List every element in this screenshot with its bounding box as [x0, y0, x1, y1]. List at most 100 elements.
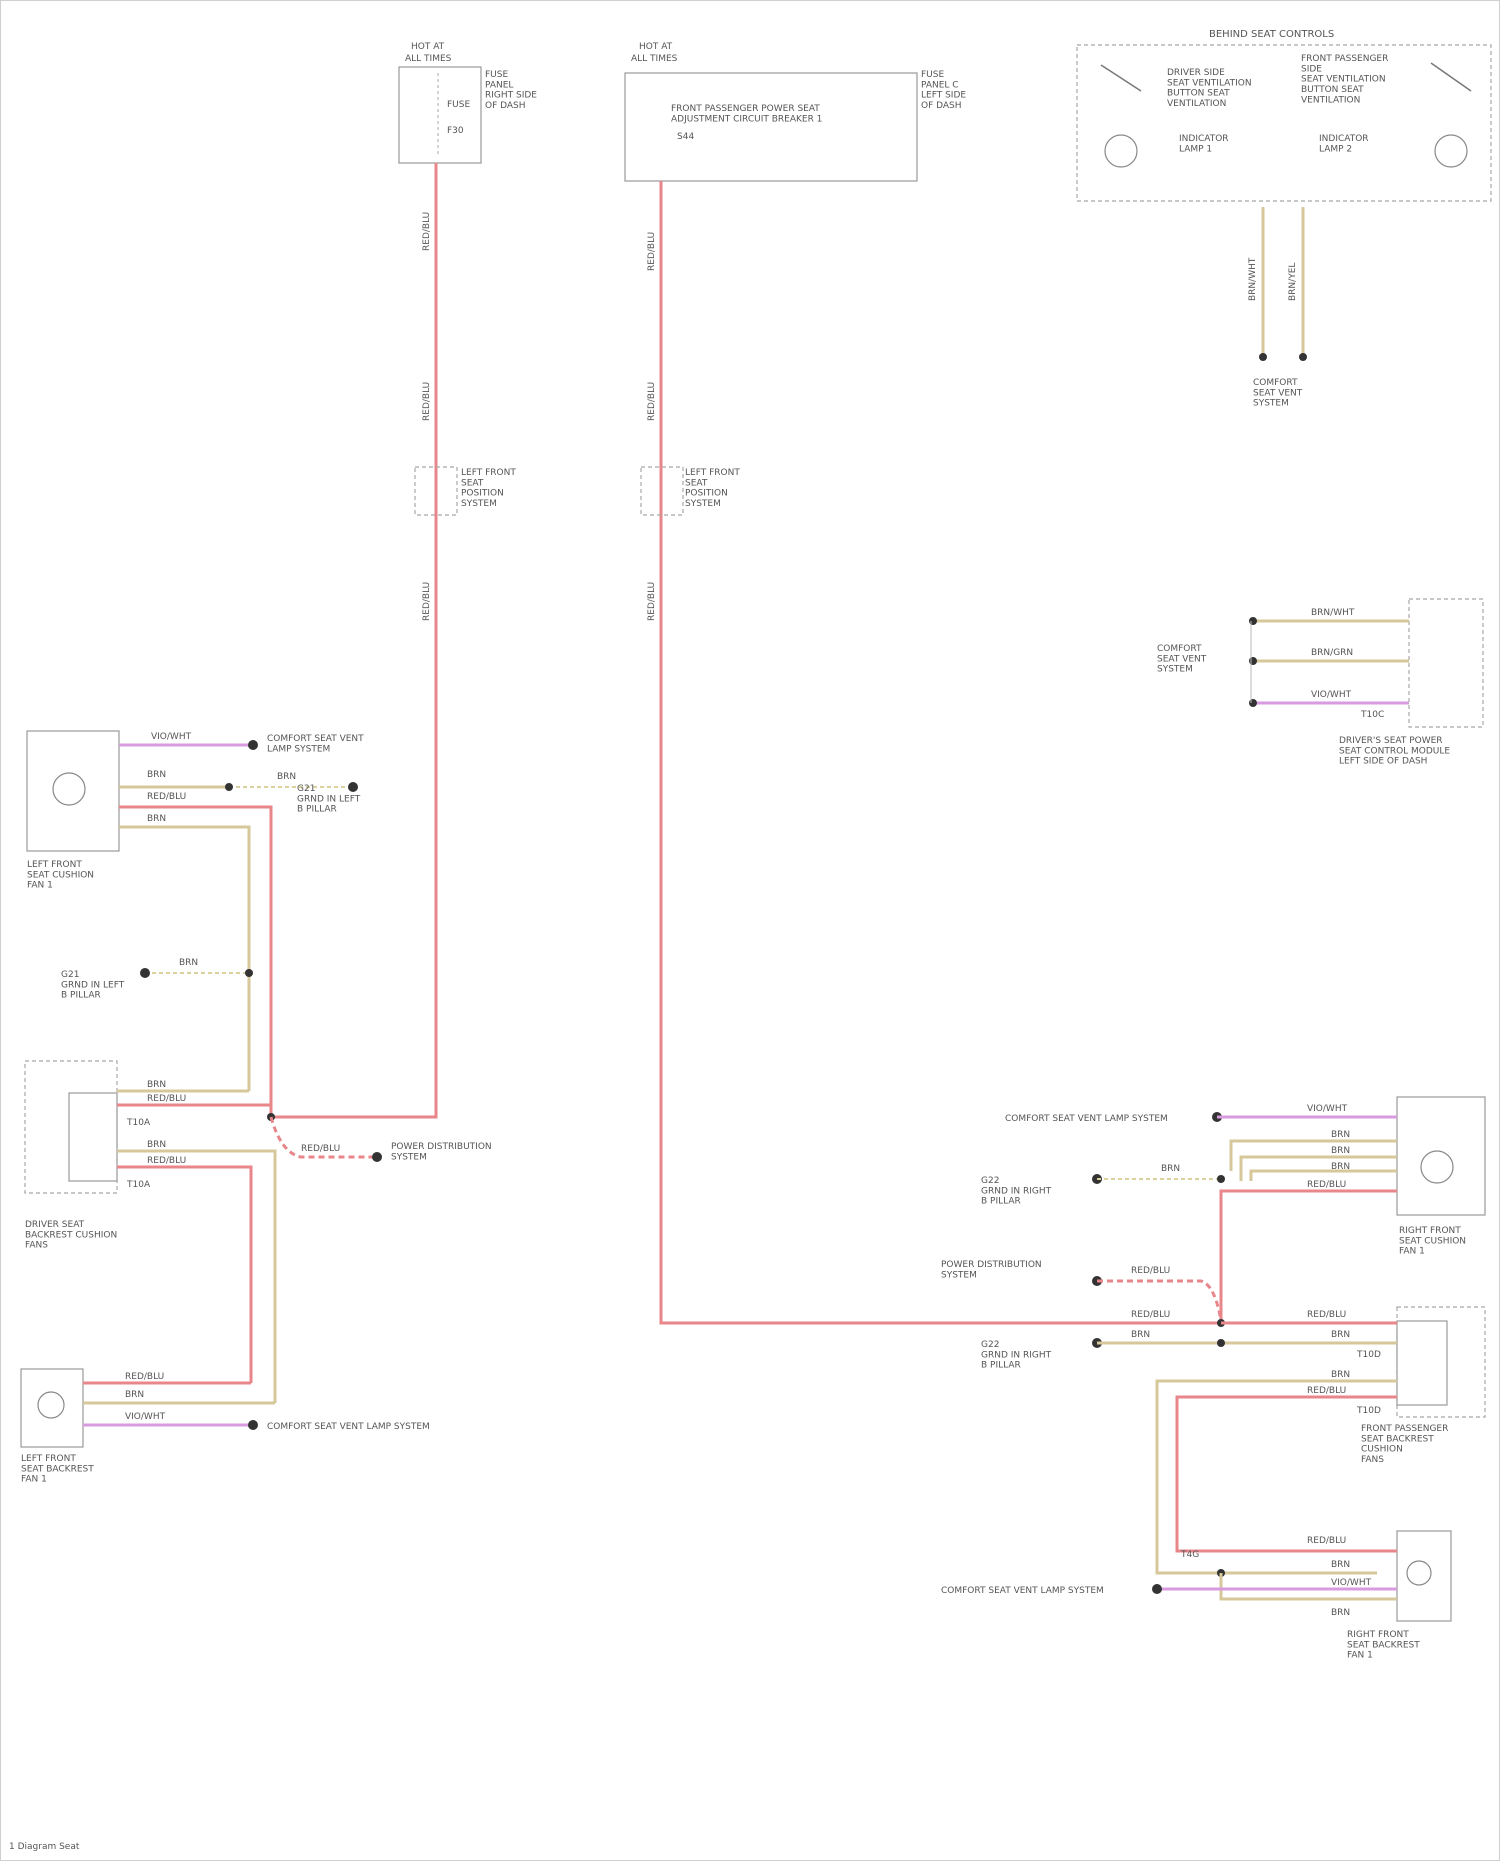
- fuse2-pin: S44: [677, 132, 694, 142]
- left-control-w5: RED/BLU: [147, 1156, 186, 1166]
- red-mid-label-1: RED/BLU: [647, 232, 657, 271]
- fuse-box-2: HOT AT ALL TIMES FRONT PASSENGER POWER S…: [625, 42, 966, 181]
- right-fan1-gnd-wire: BRN: [1161, 1164, 1180, 1174]
- right-fan1-w4: BRN: [1331, 1162, 1350, 1172]
- left-control-label: DRIVER SEATBACKREST CUSHIONFANS: [25, 1220, 117, 1251]
- right-control-inner: [1397, 1321, 1447, 1405]
- left-fan1-motor-icon: [53, 773, 85, 805]
- left-fan1-w2: BRN: [147, 770, 166, 780]
- red-mid-label-3: RED/BLU: [647, 582, 657, 621]
- switch-wire-a-label: BRN/WHT: [1248, 257, 1258, 301]
- fuse1-pin-b: F30: [447, 126, 464, 136]
- module-wire-2: BRN/GRN: [1311, 648, 1353, 658]
- left-control-ref-wire: RED/BLU: [301, 1144, 340, 1154]
- left-control-w4: BRN: [147, 1140, 166, 1150]
- fuse1-outline: [399, 67, 481, 163]
- module-wire-1: BRN/WHT: [1311, 608, 1355, 618]
- left-fan2-w2: BRN: [125, 1390, 144, 1400]
- right-fan2-w2: BRN: [1331, 1560, 1350, 1570]
- right-fan1-motor-icon: [1421, 1151, 1453, 1183]
- switch-panel-title: BEHIND SEAT CONTROLS: [1209, 29, 1334, 40]
- right-control-w5: RED/BLU: [1307, 1386, 1346, 1396]
- module-wire-3: VIO/WHT: [1311, 690, 1352, 700]
- right-control-w4: BRN: [1331, 1370, 1350, 1380]
- driver-seat-backrest-cushion-fans: BRN RED/BLU T10A RED/BLU POWER DISTRIBUT…: [25, 1061, 492, 1403]
- indicator-lamp-1-icon: [1105, 135, 1137, 167]
- right-fan2-w3: VIO/WHT: [1331, 1578, 1372, 1588]
- right-power-ref-label: POWER DISTRIBUTIONSYSTEM: [941, 1260, 1042, 1280]
- right-control-w6: T10D: [1356, 1406, 1381, 1416]
- right-control-gnd-wire: BRN: [1131, 1330, 1150, 1340]
- fuse2-outline: [625, 73, 917, 181]
- red-left-label-3: RED/BLU: [422, 582, 432, 621]
- fuse2-head1: HOT AT: [639, 42, 673, 52]
- fuse1-head2: ALL TIMES: [405, 54, 452, 64]
- right-fan2-motor-icon: [1407, 1561, 1431, 1585]
- main-red-wire-mid: [661, 181, 1221, 1323]
- left-fan2-w3: VIO/WHT: [125, 1412, 166, 1422]
- right-control-w1: RED/BLU: [1307, 1310, 1346, 1320]
- right-fan2-w1: RED/BLU: [1307, 1536, 1346, 1546]
- left-fan1-w1: VIO/WHT: [151, 732, 192, 742]
- left-fan1-w4: BRN: [147, 814, 166, 824]
- left-control-w2: RED/BLU: [147, 1094, 186, 1104]
- switch-right-contact-icon: [1431, 63, 1471, 91]
- module-lead-label: COMFORTSEAT VENTSYSTEM: [1157, 644, 1207, 675]
- connector-2-label: LEFT FRONTSEATPOSITIONSYSTEM: [685, 468, 740, 509]
- red-mid-label-2: RED/BLU: [647, 382, 657, 421]
- left-ground-wire: BRN: [179, 958, 198, 968]
- right-fan1-w2: BRN: [1331, 1130, 1350, 1140]
- fuse1-head1: HOT AT: [411, 42, 445, 52]
- module-pin: T10C: [1360, 710, 1384, 720]
- left-front-seat-cushion-fan: LEFT FRONTSEAT CUSHIONFAN 1 COMFORT SEAT…: [27, 731, 364, 1117]
- left-fan1-w3: RED/BLU: [147, 792, 186, 802]
- right-control-w2: BRN: [1331, 1330, 1350, 1340]
- left-fan1-gnd: BRN: [277, 772, 296, 782]
- switch-panel-outline: [1077, 45, 1491, 201]
- left-fan2-motor-icon: [38, 1392, 64, 1418]
- right-fan2-ref: COMFORT SEAT VENT LAMP SYSTEM: [941, 1586, 1104, 1596]
- main-red-wire-left: [271, 163, 436, 1117]
- left-control-w6: T10A: [126, 1180, 151, 1190]
- left-control-w1: BRN: [147, 1080, 166, 1090]
- right-fan2-pin: T4G: [1180, 1550, 1199, 1560]
- right-fan1-ref1: COMFORT SEAT VENT LAMP SYSTEM: [1005, 1114, 1168, 1124]
- right-fan2-w4: BRN: [1331, 1608, 1350, 1618]
- fuse1-pin-a: FUSE: [447, 100, 470, 110]
- left-front-seat-backrest-fan: RED/BLU BRN VIO/WHT COMFORT SEAT VENT LA…: [21, 1369, 430, 1485]
- left-fan2-ref: COMFORT SEAT VENT LAMP SYSTEM: [267, 1422, 430, 1432]
- footer-code: 1 Diagram Seat: [9, 1842, 80, 1852]
- switch-wire-b-label: BRN/YEL: [1288, 263, 1298, 301]
- red-left-label-1: RED/BLU: [422, 212, 432, 251]
- left-control-inner: [69, 1093, 117, 1181]
- right-fan1-w3: BRN: [1331, 1146, 1350, 1156]
- right-control-w3: T10D: [1356, 1350, 1381, 1360]
- right-power-ref-wire: RED/BLU: [1131, 1266, 1170, 1276]
- red-left-label-2: RED/BLU: [422, 382, 432, 421]
- indicator-lamp-2-icon: [1435, 135, 1467, 167]
